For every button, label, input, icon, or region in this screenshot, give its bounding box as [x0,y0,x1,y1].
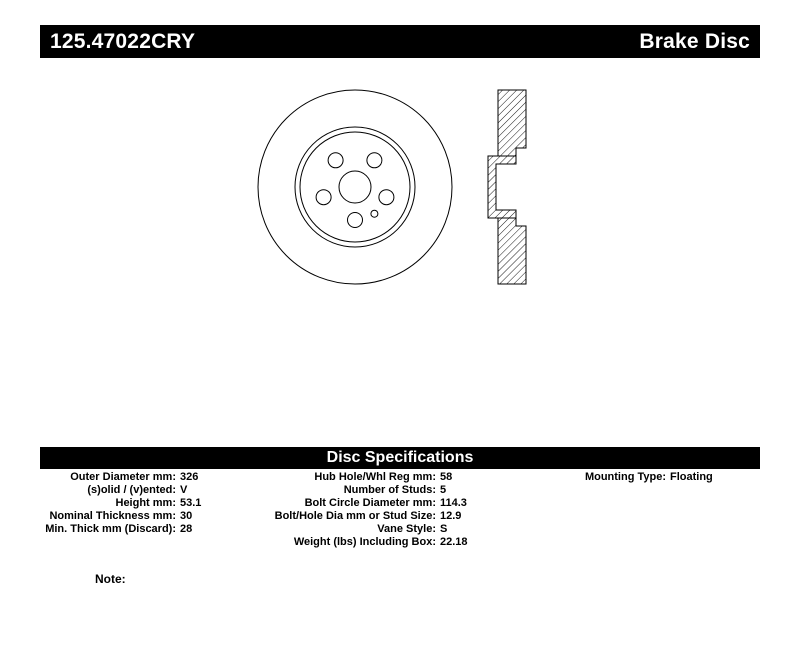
spec-column-right: Mounting Type: Floating [540,471,713,484]
spec-row: Min. Thick mm (Discard): 28 [40,523,201,536]
spec-row: Mounting Type: Floating [540,471,713,484]
spec-row: Nominal Thickness mm: 30 [40,510,201,523]
specs-title: Disc Specifications [326,449,474,466]
spec-label: Height mm: [115,497,177,509]
product-title: Brake Disc [639,29,750,53]
spec-value: 326 [180,471,199,483]
spec-label: Weight (lbs) Including Box: [293,536,436,548]
spec-value: Floating [670,471,713,483]
spec-column-left: Outer Diameter mm: 326 (s)olid / (v)ente… [40,471,201,536]
specs-title-bar: Disc Specifications [40,447,760,469]
spec-row: Height mm: 53.1 [40,497,202,510]
brake-disc-front-view [257,89,453,285]
spec-label: Mounting Type: [584,471,666,483]
spec-row: Bolt/Hole Dia mm or Stud Size: 12.9 [268,510,468,523]
spec-value: 53.1 [180,497,202,509]
spec-label: Outer Diameter mm: [70,471,176,483]
spec-value: S [440,523,448,535]
spec-value: 114.3 [440,497,467,509]
spec-label: Hub Hole/Whl Reg mm: [314,471,436,483]
spec-value: 30 [180,510,193,522]
spec-column-middle: Hub Hole/Whl Reg mm: 58 Number of Studs:… [268,471,468,549]
spec-label: Bolt/Hole Dia mm or Stud Size: [274,510,436,522]
spec-label: Min. Thick mm (Discard): [45,523,176,535]
spec-row: (s)olid / (v)ented: V [40,484,201,497]
spec-row: Outer Diameter mm: 326 [40,471,201,484]
spec-value: 12.9 [440,510,462,522]
spec-label: Nominal Thickness mm: [49,510,176,522]
spec-row: Bolt Circle Diameter mm: 114.3 [268,497,468,510]
part-number: 125.47022CRY [50,29,196,53]
spec-row: Hub Hole/Whl Reg mm: 58 [268,471,468,484]
spec-row: Weight (lbs) Including Box: 22.18 [268,536,468,549]
spec-row: Vane Style: S [268,523,468,536]
spec-label: (s)olid / (v)ented: [87,484,176,496]
spec-value: 58 [440,471,453,483]
spec-label: Number of Studs: [343,484,436,496]
spec-value: V [180,484,188,496]
technical-drawing [0,62,800,302]
spec-value: 28 [180,523,193,535]
note-label: Note: [95,572,126,586]
spec-value: 5 [440,484,447,496]
spec-row: Number of Studs: 5 [268,484,468,497]
header-bar: 125.47022CRY Brake Disc [40,25,760,58]
spec-value: 22.18 [440,536,468,548]
brake-disc-drawing-svg [257,89,527,285]
spec-label: Bolt Circle Diameter mm: [304,497,436,509]
brake-disc-side-view [487,89,527,285]
spec-label: Vane Style: [377,523,436,535]
